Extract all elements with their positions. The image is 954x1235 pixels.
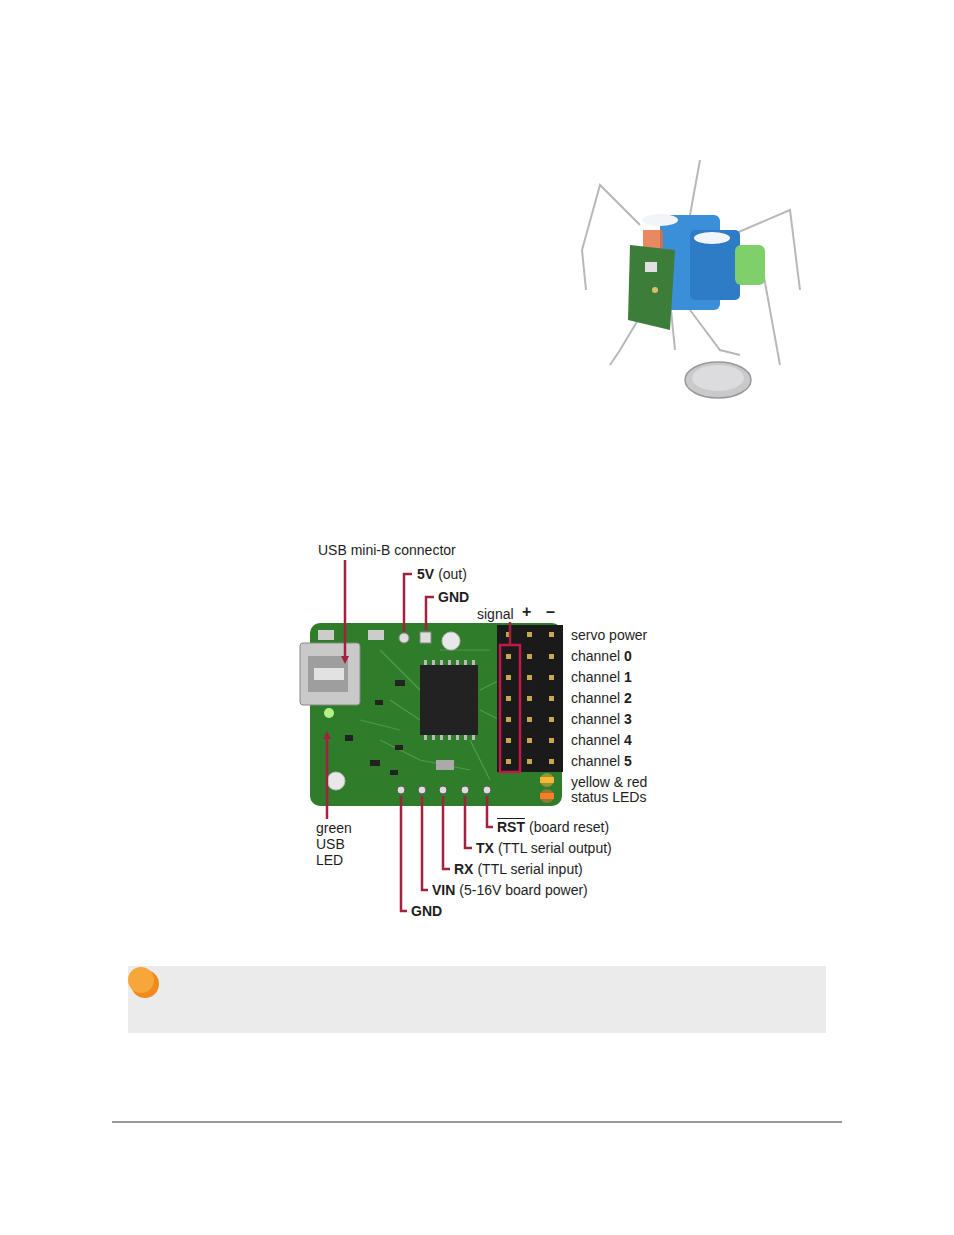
part-label: (TTL serial output) bbox=[498, 840, 612, 856]
part-label: (board reset) bbox=[529, 819, 609, 835]
part-label: TX bbox=[476, 840, 494, 856]
part-label: + bbox=[522, 604, 531, 620]
part-label: channel bbox=[571, 711, 620, 727]
note-box bbox=[128, 966, 826, 1033]
part-label: 4 bbox=[624, 732, 632, 748]
part-label: (out) bbox=[438, 566, 467, 582]
part-label: GND bbox=[438, 589, 469, 605]
part-label: servo power bbox=[571, 627, 647, 643]
part-label: 2 bbox=[624, 690, 632, 706]
part-label: 0 bbox=[624, 648, 632, 664]
part-label: VIN bbox=[432, 882, 455, 898]
part-label: (5-16V board power) bbox=[459, 882, 587, 898]
part-label: yellow & red status LEDs bbox=[571, 775, 667, 805]
part-label: channel bbox=[571, 648, 620, 664]
part-label: green USB LED bbox=[316, 820, 364, 868]
part-label: – bbox=[546, 604, 555, 620]
part-label: (TTL serial input) bbox=[477, 861, 582, 877]
part-label: 1 bbox=[624, 669, 632, 685]
part-label: channel bbox=[571, 732, 620, 748]
part-label: channel bbox=[571, 669, 620, 685]
part-label: signal bbox=[477, 606, 514, 622]
part-label: channel bbox=[571, 690, 620, 706]
part-label: RST bbox=[497, 819, 525, 835]
footer-rule bbox=[112, 1122, 842, 1123]
part-label: 3 bbox=[624, 711, 632, 727]
robot-photo bbox=[582, 160, 800, 398]
part-label: channel bbox=[571, 753, 620, 769]
part-label: GND bbox=[411, 903, 442, 919]
part-label: 5 bbox=[624, 753, 632, 769]
part-label: USB mini-B connector bbox=[318, 542, 456, 558]
part-label: 5V bbox=[417, 566, 434, 582]
servo-controller-board bbox=[300, 623, 563, 806]
part-label: RX bbox=[454, 861, 473, 877]
